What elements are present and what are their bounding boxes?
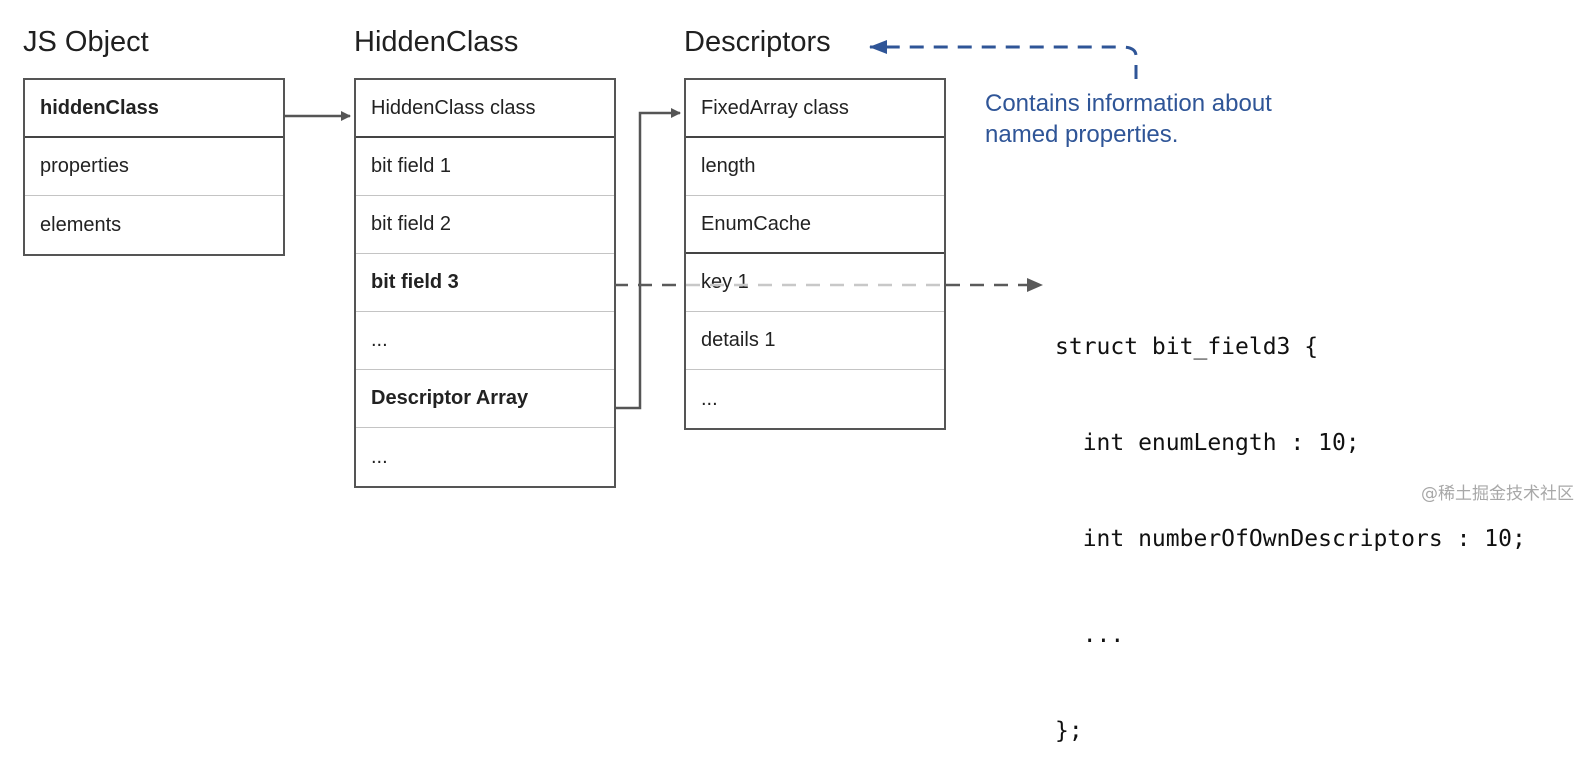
descriptors-row-fixedarray-class: FixedArray class <box>686 80 944 138</box>
code-line: }; <box>1055 718 1083 744</box>
descriptors-row-ellipsis: ... <box>701 387 718 410</box>
hidden-class-row-ellipsis-2: ... <box>371 445 388 468</box>
hidden-class-row-ellipsis-1: ... <box>356 312 614 370</box>
descriptors-row-enumcache: EnumCache <box>686 196 944 254</box>
code-line: struct bit_field3 { <box>1055 334 1319 360</box>
descriptors-note: Contains information about named propert… <box>985 88 1272 150</box>
note-line-2: named properties. <box>985 121 1179 148</box>
hidden-class-row-descriptor-array: Descriptor Array <box>356 370 614 428</box>
hidden-class-row-bit-field-3: bit field 3 <box>356 254 614 312</box>
js-object-row-elements: elements <box>40 213 122 236</box>
descriptors-title: Descriptors <box>684 26 831 58</box>
note-dashed-arrow <box>869 40 1138 79</box>
hidden-class-title: HiddenClass <box>354 26 519 58</box>
hidden-class-row-bit-field-1: bit field 1 <box>356 138 614 196</box>
bit-field3-struct-code: struct bit_field3 { int enumLength : 10;… <box>1055 267 1526 779</box>
code-line: int enumLength : 10; <box>1055 430 1360 456</box>
watermark: @稀土掘金技术社区 <box>1421 484 1574 504</box>
descriptors-box: FixedArray class length EnumCache key 1 … <box>684 78 946 430</box>
js-object-row-hiddenclass: hiddenClass <box>25 80 283 138</box>
hidden-class-box: HiddenClass class bit field 1 bit field … <box>354 78 616 488</box>
code-line: ... <box>1055 622 1125 648</box>
descriptors-row-details-1: details 1 <box>686 312 944 370</box>
js-object-row-properties: properties <box>25 138 283 196</box>
js-object-box: hiddenClass properties elements <box>23 78 285 256</box>
descriptors-row-key-1: key 1 <box>686 254 944 312</box>
descriptor-array-pointer-arrow <box>614 108 681 410</box>
hidden-class-row-bit-field-2: bit field 2 <box>356 196 614 254</box>
hidden-class-row-class: HiddenClass class <box>356 80 614 138</box>
note-line-1: Contains information about <box>985 90 1272 117</box>
descriptors-row-length: length <box>686 138 944 196</box>
js-object-title: JS Object <box>23 26 149 58</box>
code-line: int numberOfOwnDescriptors : 10; <box>1055 526 1526 552</box>
